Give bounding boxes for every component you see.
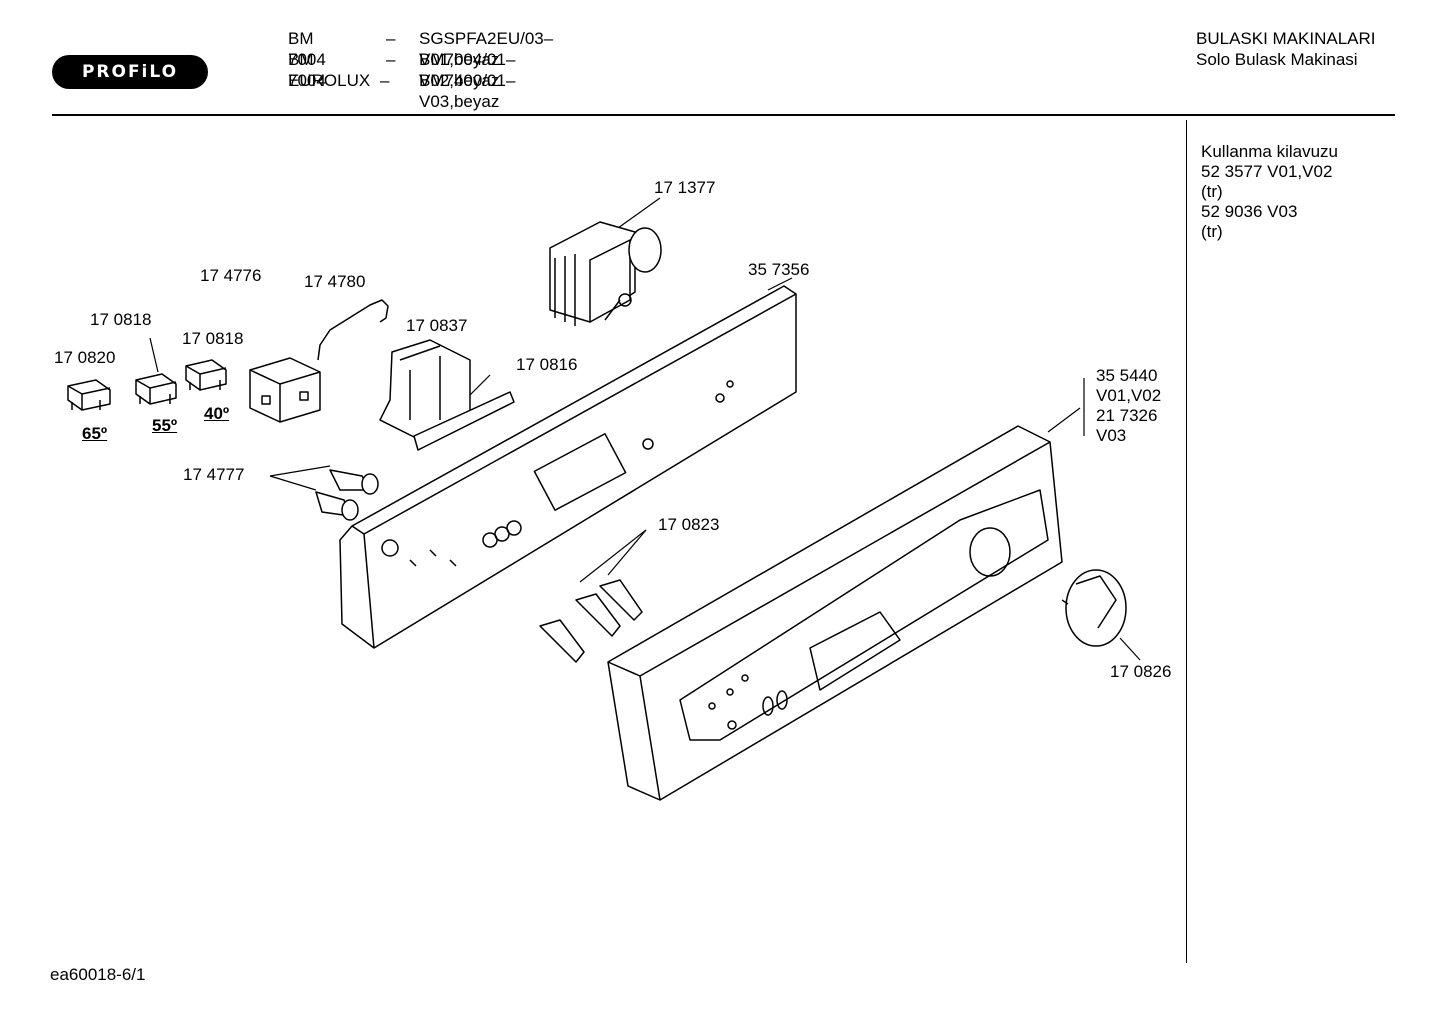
model-dash: – (380, 71, 390, 90)
sidebar-notes: Kullanma kilavuzu 52 3577 V01,V02 (tr) 5… (1201, 142, 1338, 242)
temp-label-55: 55º (152, 416, 178, 435)
model-code: BM7400/01–V03,beyaz (419, 71, 516, 111)
part-label-357356: 35 7356 (748, 260, 810, 279)
temp-label-40: 40º (204, 404, 230, 423)
sidebar-line: (tr) (1201, 182, 1223, 201)
light-guide-170816 (413, 391, 515, 451)
logo-text: PROFiLO (81, 62, 179, 82)
header-divider (52, 114, 1395, 116)
exploded-parts-diagram (67, 197, 1141, 801)
category-subtitle: Solo Bulask Makinasi (1196, 50, 1358, 69)
timer-unit (549, 221, 662, 326)
part-label-171377: 17 1377 (654, 178, 716, 197)
model-name: BM 7004 (288, 29, 326, 69)
part-variant: V01,V02 (1096, 386, 1162, 405)
wire-spring-174780 (317, 299, 389, 361)
document-code: ea60018-6/1 (50, 965, 146, 984)
part-number: 35 5440 (1096, 366, 1158, 385)
part-variant: V03 (1096, 426, 1127, 445)
part-label-355440: 35 5440 V01,V02 21 7326 V03 (1096, 366, 1161, 446)
profilo-logo: PROFiLO (52, 55, 208, 89)
category-title: BULASKI MAKINALARI (1196, 29, 1376, 48)
switch-170818a (135, 373, 177, 405)
part-label-170837: 17 0837 (406, 316, 468, 335)
sidebar-line: 52 3577 V01,V02 (1201, 162, 1333, 181)
part-label-174776: 17 4776 (200, 266, 262, 285)
category-block: BULASKI MAKINALARI Solo Bulask Makinasi (1196, 28, 1376, 70)
switch-block-174776 (249, 357, 321, 423)
knob-170826 (1061, 569, 1127, 647)
part-label-170818: 17 0818 (90, 310, 152, 329)
lamps-174777 (315, 469, 379, 521)
part-label-170823: 17 0823 (658, 515, 720, 534)
panel-frame-357356 (339, 285, 797, 649)
sidebar-divider (1186, 120, 1187, 963)
sidebar-line: 52 9036 V03 (1201, 202, 1298, 221)
part-label-174777: 17 4777 (183, 465, 245, 484)
model-name: BM 7004 (288, 50, 326, 90)
part-label-170818: 17 0818 (182, 329, 244, 348)
switch-170818b (185, 359, 227, 391)
part-label-174780: 17 4780 (304, 272, 366, 291)
part-label-170816: 17 0816 (516, 355, 578, 374)
model-dash: – (386, 29, 396, 48)
sidebar-line: Kullanma kilavuzu (1201, 142, 1339, 161)
model-dash: – (386, 50, 396, 69)
bracket-170837 (379, 339, 471, 441)
part-label-170820: 17 0820 (54, 348, 116, 367)
model-code: BM7004/01–V02,beyaz (419, 50, 516, 90)
leader-lines (149, 197, 1141, 661)
model-code: SGSPFA2EU/03–V01,beyaz (419, 29, 554, 69)
part-label-170826: 17 0826 (1110, 662, 1172, 681)
part-number: 21 7326 (1096, 406, 1158, 425)
switch-170820 (67, 379, 111, 411)
model-name: EUROLUX (288, 71, 371, 90)
sidebar-line: (tr) (1201, 222, 1223, 241)
front-panel-355440 (607, 425, 1063, 801)
buttons-170823 (539, 579, 643, 663)
temp-label-65: 65º (82, 424, 108, 443)
